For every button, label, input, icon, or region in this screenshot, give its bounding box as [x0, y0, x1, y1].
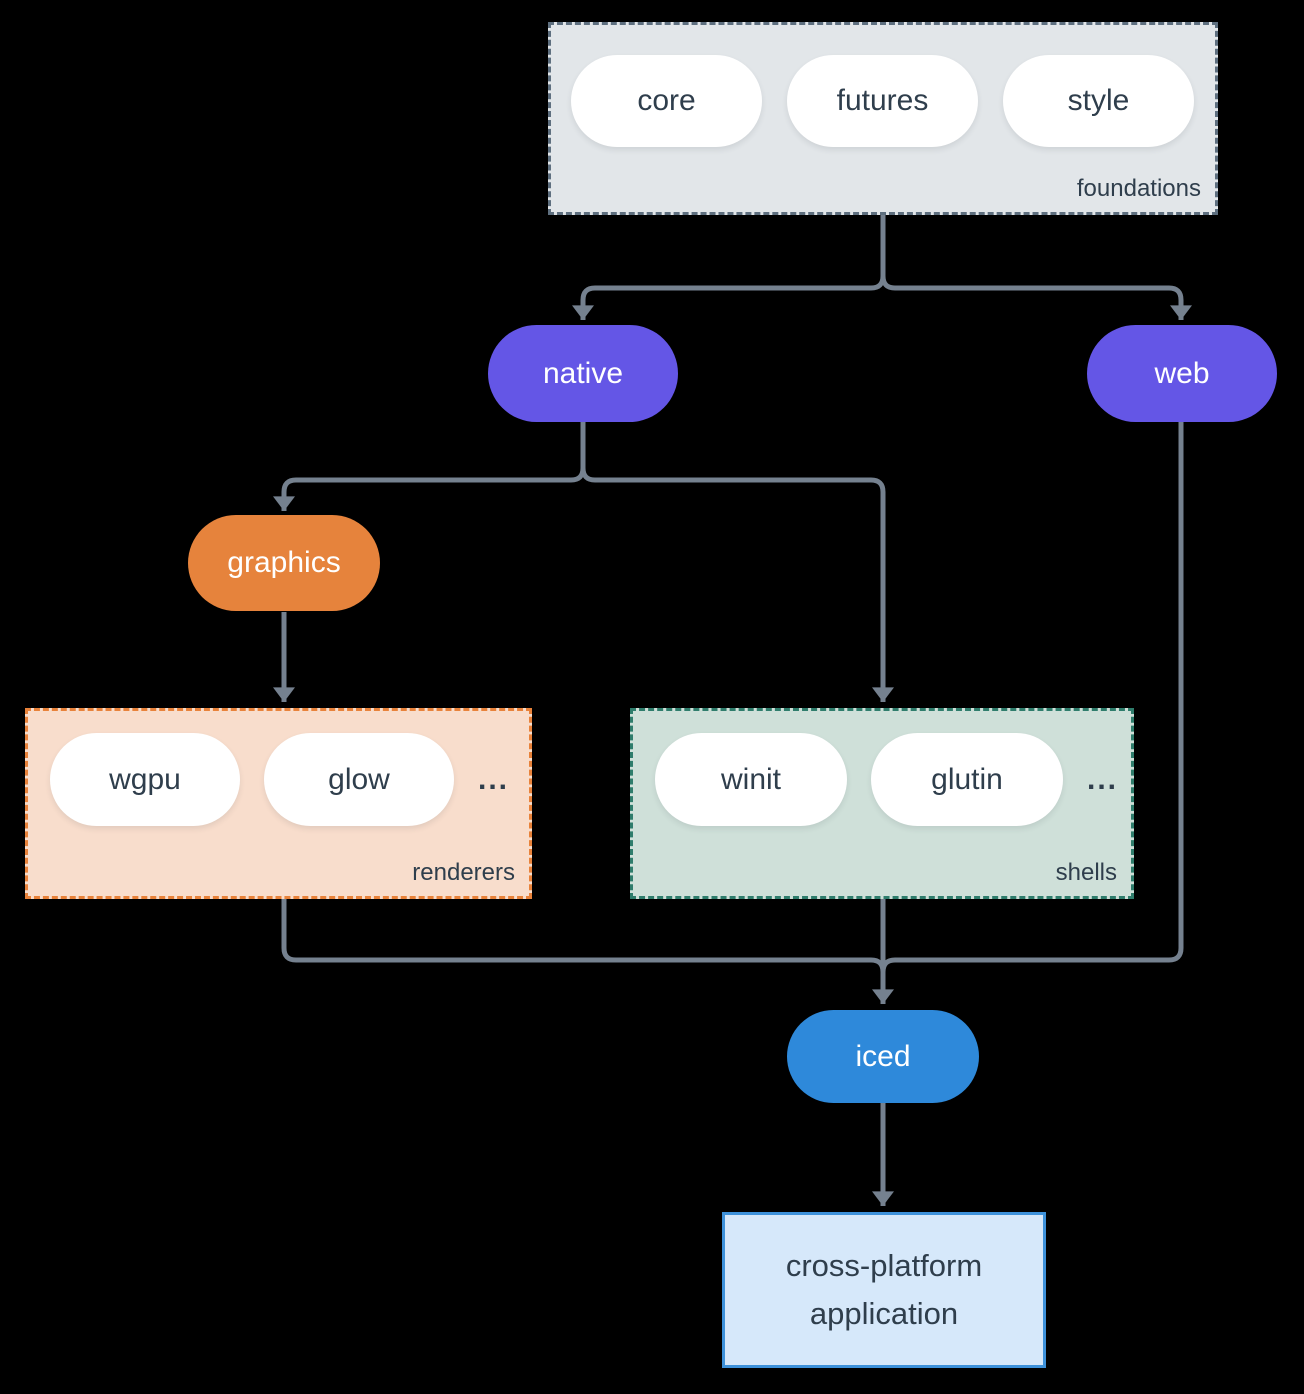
node-style: style [1003, 55, 1194, 147]
application-label-line2: application [809, 1296, 959, 1331]
edge-native-to-graphics [272, 422, 586, 511]
renderers-group: wgpu glow ... renderers [25, 708, 532, 899]
node-futures-label: futures [836, 84, 929, 117]
application-label-line1: cross-platform [785, 1248, 983, 1283]
edge-foundations-to-web [880, 215, 1193, 320]
shells-pill-row: winit glutin ... [633, 711, 1131, 826]
node-web: web [1087, 325, 1277, 422]
node-winit: winit [655, 733, 847, 826]
node-glow: glow [264, 733, 454, 826]
node-wgpu: wgpu [50, 733, 240, 826]
node-glow-label: glow [328, 762, 390, 796]
node-iced: iced [787, 1010, 979, 1103]
foundations-pill-row: core futures style [551, 25, 1215, 147]
node-graphics: graphics [188, 515, 380, 611]
node-native-label: native [542, 356, 624, 390]
foundations-group: core futures style foundations [548, 22, 1218, 215]
node-web-label: web [1154, 356, 1210, 390]
node-core-label: core [637, 84, 696, 117]
node-graphics-label: graphics [227, 546, 341, 579]
edge-native-to-shells [580, 422, 895, 702]
node-glutin-label: glutin [931, 762, 1003, 796]
node-glutin: glutin [871, 733, 1063, 826]
shells-ellipsis: ... [1087, 762, 1119, 796]
node-style-label: style [1067, 84, 1130, 117]
node-winit-label: winit [720, 762, 781, 796]
foundations-group-label: foundations [1076, 175, 1201, 202]
node-native: native [488, 325, 678, 422]
shells-group-label: shells [1055, 859, 1117, 886]
node-wgpu-label: wgpu [109, 762, 181, 796]
edge-foundations-to-native [571, 215, 886, 320]
node-futures: futures [787, 55, 978, 147]
node-iced-label: iced [855, 1039, 911, 1073]
renderers-group-label: renderers [412, 859, 515, 886]
node-core: core [571, 55, 762, 147]
shells-group: winit glutin ... shells [630, 708, 1134, 899]
renderers-pill-row: wgpu glow ... [28, 711, 529, 826]
edge-renderers-to-iced [281, 899, 886, 998]
node-cross-platform-application: cross-platform application [722, 1212, 1046, 1368]
renderers-ellipsis: ... [478, 762, 510, 796]
